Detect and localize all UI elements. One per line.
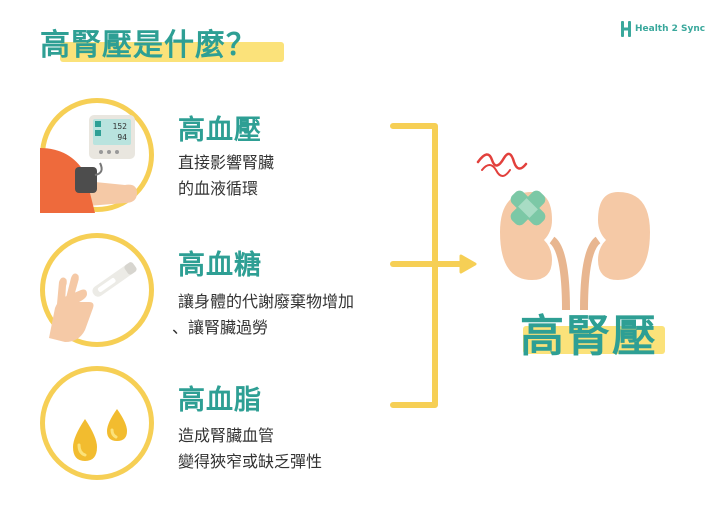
result-highlight xyxy=(523,326,665,354)
brand-logo-icon xyxy=(621,21,631,37)
cause-2-circle xyxy=(40,233,154,347)
glucose-test-strip-icon xyxy=(49,262,137,342)
cause-1-desc-line-2: 的血液循環 xyxy=(178,179,259,198)
cause-2-name: 高血糖 xyxy=(178,250,262,281)
cause-3-circle xyxy=(40,366,154,480)
cause-2-desc-line-2: 、讓腎臟過勞 xyxy=(172,318,269,337)
cause-3-desc-line-2: 變得狹窄或缺乏彈性 xyxy=(178,452,323,471)
result-title: 高腎壓 xyxy=(520,311,658,362)
cause-1-circle: 152 94 xyxy=(40,98,154,213)
cause-2-desc-line-1: 讓身體的代謝廢棄物增加 xyxy=(178,292,355,311)
brand-logo: Health 2 Sync xyxy=(620,19,705,39)
blood-pressure-monitor-icon: 152 94 xyxy=(40,115,137,213)
oil-drops-icon xyxy=(73,409,127,461)
brand-name: Health 2 Sync xyxy=(635,24,705,34)
bracket-arrow xyxy=(390,123,477,408)
title-highlight xyxy=(60,42,284,62)
cause-3-desc-line-1: 造成腎臟血管 xyxy=(178,426,275,445)
monitor-diastolic: 94 xyxy=(117,133,127,142)
cause-1-name: 高血壓 xyxy=(178,115,262,146)
page-title: 高腎壓是什麼？ xyxy=(40,28,257,63)
monitor-systolic: 152 xyxy=(113,122,128,131)
cause-1-desc-line-1: 直接影響腎臟 xyxy=(178,153,275,172)
cause-3-name: 高血脂 xyxy=(178,385,262,416)
kidneys-icon xyxy=(476,152,650,311)
